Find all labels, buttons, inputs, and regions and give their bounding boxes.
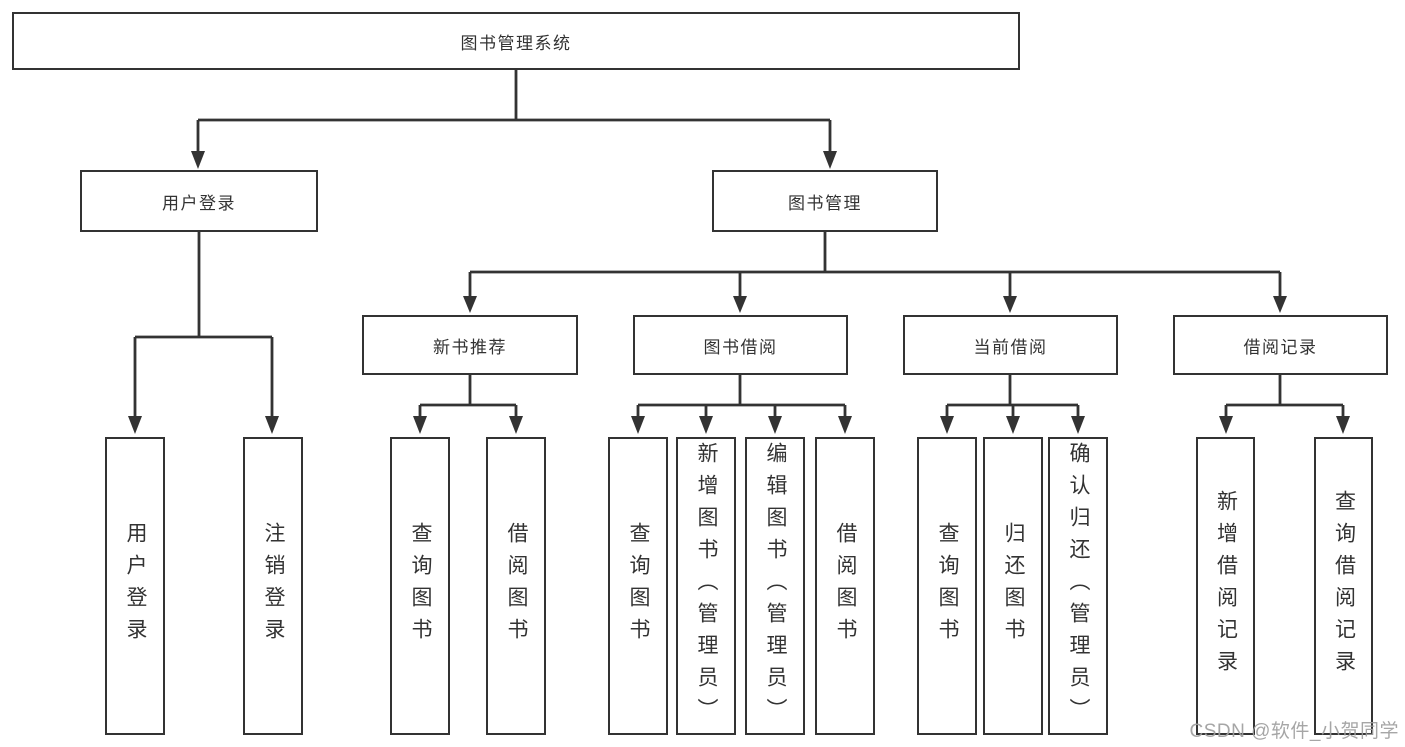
node-add-books-admin: 新增图书（管理员） xyxy=(676,437,736,735)
node-add-borrow-record: 新增借阅记录 xyxy=(1196,437,1255,735)
node-borrow-books-leaf: 借阅图书 xyxy=(815,437,875,735)
csdn-watermark: CSDN @软件_小贺同学 xyxy=(1189,721,1399,742)
node-logout-leaf: 注销登录 xyxy=(243,437,303,735)
node-return-books: 归还图书 xyxy=(983,437,1043,735)
node-query-books-borrow: 查询图书 xyxy=(608,437,668,735)
node-query-books-current: 查询图书 xyxy=(917,437,977,735)
node-edit-books-admin: 编辑图书（管理员） xyxy=(745,437,805,735)
node-borrow-records: 借阅记录 xyxy=(1173,315,1388,375)
node-borrow-books-recommend: 借阅图书 xyxy=(486,437,546,735)
node-query-books-recommend: 查询图书 xyxy=(390,437,450,735)
node-library-system-root: 图书管理系统 xyxy=(12,12,1020,70)
node-current-borrow: 当前借阅 xyxy=(903,315,1118,375)
node-book-borrow: 图书借阅 xyxy=(633,315,848,375)
node-user-login-leaf: 用户登录 xyxy=(105,437,165,735)
node-book-management-branch: 图书管理 xyxy=(712,170,938,232)
node-user-login-branch: 用户登录 xyxy=(80,170,318,232)
node-confirm-return-admin: 确认归还（管理员） xyxy=(1048,437,1108,735)
node-new-book-recommend: 新书推荐 xyxy=(362,315,578,375)
node-query-borrow-record: 查询借阅记录 xyxy=(1314,437,1373,735)
